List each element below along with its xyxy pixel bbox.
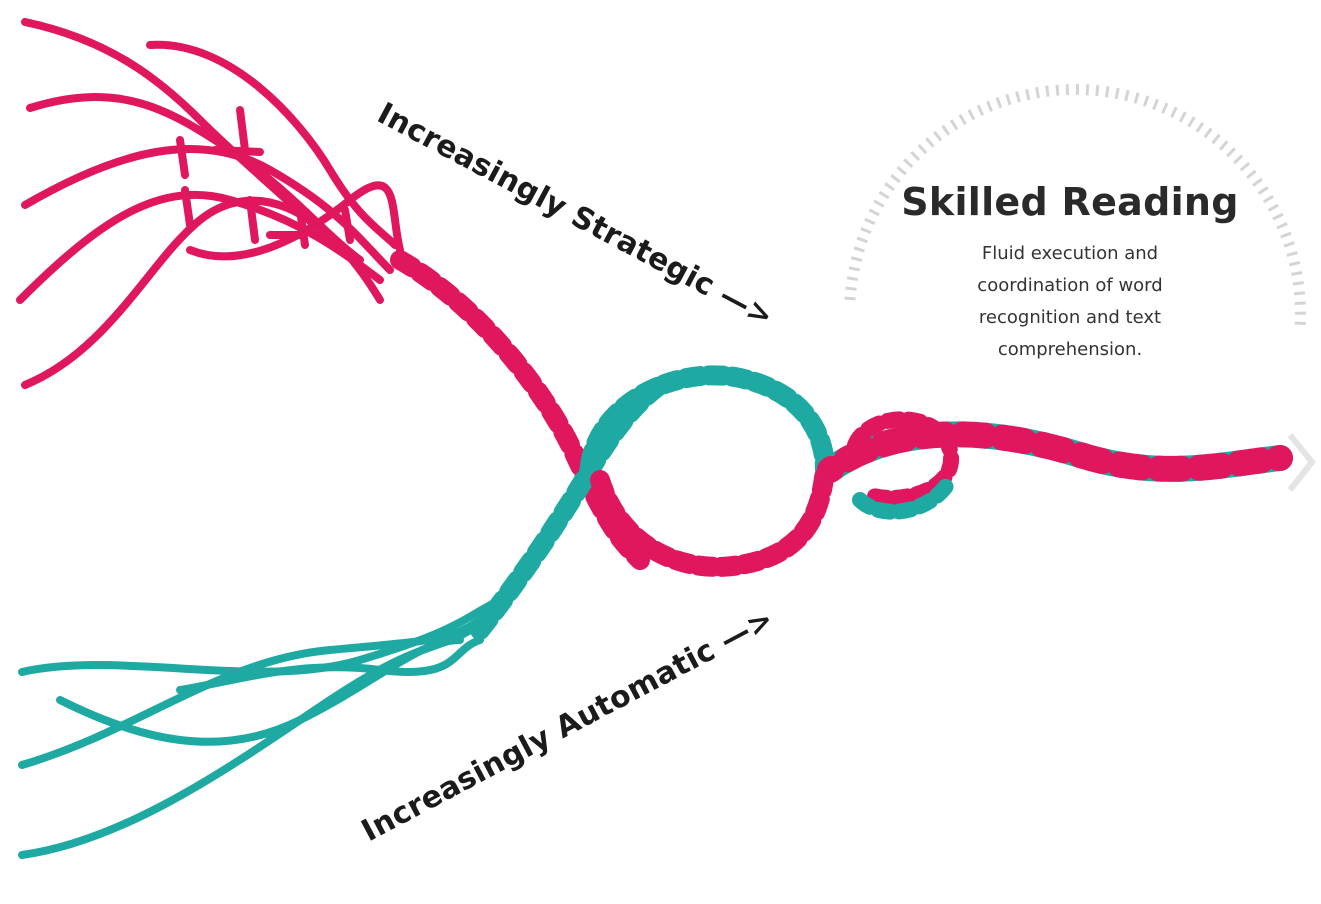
upper-strand — [21, 144, 394, 274]
skilled-reading-panel: Skilled Reading Fluid execution and coor… — [880, 180, 1260, 366]
lower-strand — [56, 636, 464, 746]
upper-strand — [176, 136, 304, 239]
rope-tail-loop — [852, 472, 958, 520]
upper-strand — [21, 18, 334, 244]
twisted-rope — [390, 250, 1293, 640]
rope-loop-lower — [590, 460, 835, 577]
rope-segment — [470, 375, 670, 640]
upper-strand — [236, 106, 354, 249]
rope-loop-upper — [580, 365, 835, 480]
upper-strand — [146, 40, 399, 249]
upper-strand — [21, 196, 384, 389]
lower-strand — [176, 636, 484, 694]
lower-strand — [18, 616, 484, 769]
lower-strands — [18, 596, 504, 859]
rope-tail — [817, 421, 1293, 483]
rope-segment — [390, 250, 650, 570]
rope-tail-loop — [847, 411, 960, 506]
upper-strands — [16, 18, 404, 389]
upper-strand — [186, 181, 404, 261]
upper-strand — [16, 190, 384, 304]
skilled-reading-description: Fluid execution and coordination of word… — [977, 243, 1163, 360]
skilled-reading-title: Skilled Reading — [901, 180, 1239, 224]
rope-end-arrow — [1287, 433, 1316, 492]
